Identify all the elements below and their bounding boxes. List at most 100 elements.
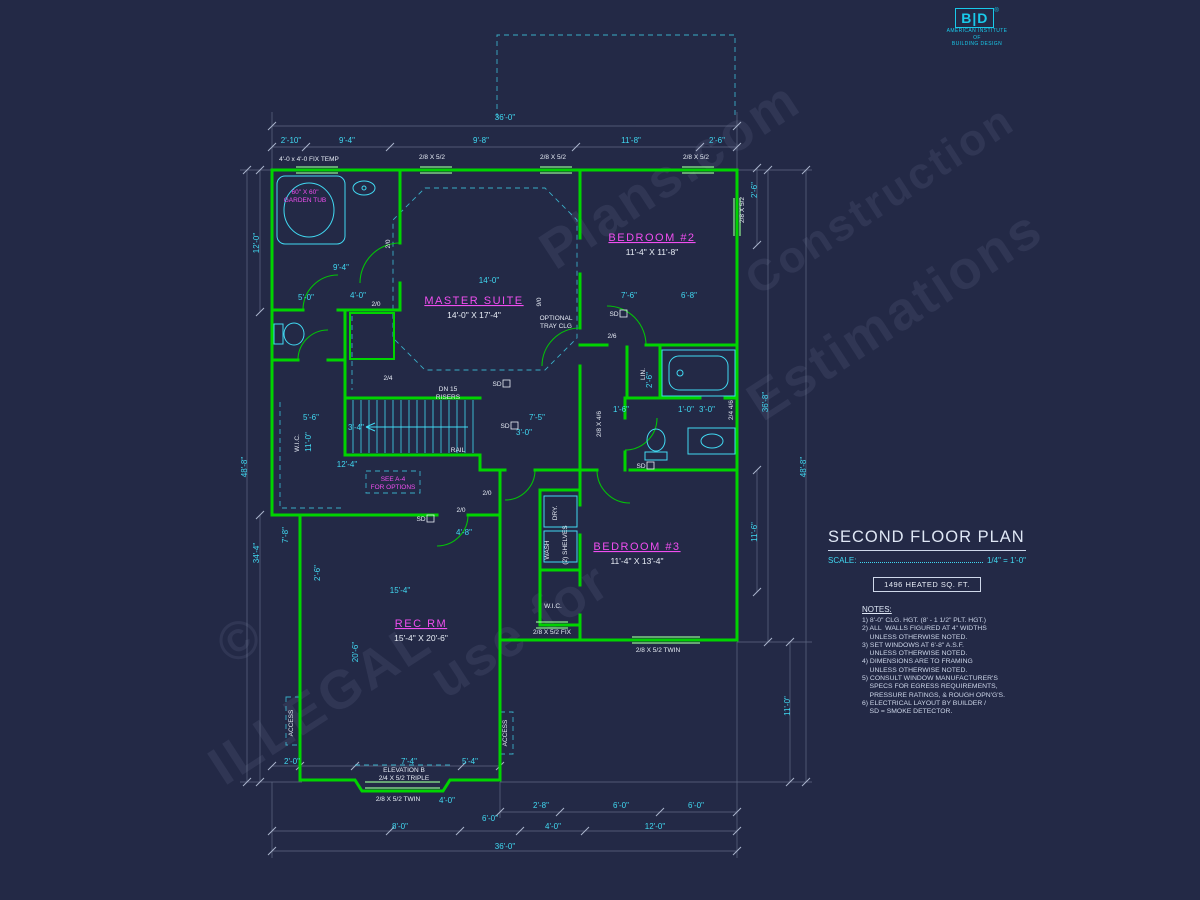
dimension-label: 11'-0" — [783, 696, 792, 716]
dimension-label: 48'-8" — [799, 457, 808, 478]
notes-list: 1) 8'-0" CLG. HGT. (8' - 1 1/2" PLT. HGT… — [862, 617, 1026, 717]
note-line: UNLESS OTHERWISE NOTED. — [862, 666, 968, 674]
annotation-label: ELEVATION B — [383, 767, 425, 774]
dryer-box — [543, 495, 578, 528]
annotation-label: LIN. — [640, 368, 647, 380]
annotation-label: (2) SHELVES — [562, 525, 569, 565]
sink-bath2 — [700, 433, 724, 449]
annotation-label: 2/0 — [456, 507, 465, 514]
dimension-label: 2'-0" — [284, 757, 300, 766]
annotation-label: ACCESS — [502, 719, 509, 746]
dimension-label: 48'-8" — [240, 457, 249, 478]
dimension-label: 2'-6" — [750, 182, 759, 198]
dimension-label: 3'-0" — [699, 405, 715, 414]
smoke-detector-label: SD — [492, 381, 501, 388]
annotation-label: ACCESS — [288, 709, 295, 736]
annotation-label: WASH — [544, 540, 551, 560]
dimension-label: 12'-0" — [645, 822, 666, 831]
annotation-label: OPTIONAL — [540, 315, 573, 322]
annotation-label: 2/8 X 5/2 — [419, 154, 445, 161]
note-line: PRESSURE RATINGS, & ROUGH OPN'G'S. — [862, 691, 1005, 699]
scale-value: 1/4" = 1'-0" — [986, 556, 1026, 565]
aibd-logo-line2: OF — [973, 34, 981, 41]
garden-tub-basin — [283, 182, 335, 238]
annotation-label: 2/8 X 5/2 TWIN — [376, 796, 421, 803]
dimension-label: 9'-4" — [333, 263, 349, 272]
annotation-label: DRY. — [552, 506, 559, 521]
heated-sqft-box: 1496 HEATED SQ. FT. — [828, 574, 1026, 592]
annotation-label: GARDEN TUB — [284, 197, 327, 204]
note-line: 4) DIMENSIONS ARE TO FRAMING — [862, 658, 973, 666]
annotation-label: 2/0 — [482, 490, 491, 497]
aibd-logo-mark: B|D — [955, 8, 995, 28]
watermark-text: © — [206, 603, 275, 677]
dimension-label: 7'-5" — [529, 413, 545, 422]
annotation-label: RAIL — [451, 447, 466, 454]
annotation-label: 2/4 — [383, 375, 392, 382]
annotation-label: TRAY CLG — [540, 323, 572, 330]
room-name: REC RM — [395, 618, 447, 630]
dimension-label: 15'-4" — [390, 586, 411, 595]
dimension-label: 7'-6" — [621, 291, 637, 300]
dimension-label: 2'-6" — [313, 565, 322, 581]
annotation-label: W.I.C. — [544, 603, 562, 610]
garden-tub — [276, 175, 346, 245]
dimension-label: 3'-0" — [516, 428, 532, 437]
dimension-label: 36'-0" — [495, 842, 516, 851]
smoke-detector-label: SD — [609, 311, 618, 318]
smoke-detector-icon — [502, 379, 511, 388]
smoke-detector-icon — [646, 461, 655, 470]
windows — [296, 166, 741, 789]
note-line: 2) ALL WALLS FIGURED AT 4" WIDTHS — [862, 625, 987, 633]
washer-box — [543, 530, 578, 563]
annotation-label: FOR OPTIONS — [371, 484, 416, 491]
note-line: SD = SMOKE DETECTOR. — [862, 708, 953, 716]
note-line: UNLESS OTHERWISE NOTED. — [862, 633, 968, 641]
annotation-label: 2/0 — [385, 239, 392, 248]
dimension-label: 2'-8" — [533, 801, 549, 810]
annotation-label: 2/0 — [371, 301, 380, 308]
annotation-label: 2/8 X 5/2 TWIN — [636, 647, 681, 654]
dimension-label: 2'-10" — [281, 136, 302, 145]
annotation-label: 2/8 X 5/2 — [540, 154, 566, 161]
tray-ceiling-outline — [392, 187, 578, 371]
annotation-label: 9/0 — [536, 297, 543, 306]
room-name: BEDROOM #3 — [593, 541, 680, 553]
aibd-logo-line3: BUILDING DESIGN — [951, 41, 1003, 47]
dimension-label: 20'-6" — [351, 642, 360, 663]
annotation-label: 2/8 X 4/6 — [596, 411, 603, 437]
fixtures — [273, 175, 736, 563]
stair-direction-arrow — [365, 422, 468, 432]
smoke-detector-icon — [510, 421, 519, 430]
vanity-bath2 — [687, 427, 736, 455]
room-dimensions: 11'-4" X 13'-4" — [610, 556, 663, 566]
toilet-master-tank — [273, 323, 284, 345]
dimension-label: 4'-0" — [439, 796, 455, 805]
dimension-label: 1'-0" — [678, 405, 694, 414]
aibd-logo-line1: AMERICAN INSTITUTE — [946, 28, 1008, 34]
dimension-label: 4'-0" — [350, 291, 366, 300]
toilet-master-bowl — [283, 322, 305, 346]
dimension-label: 6'-8" — [681, 291, 697, 300]
dimension-label: 11'-8" — [621, 136, 641, 145]
wic-shelf-dashes — [279, 402, 342, 509]
annotation-label: RISERS — [436, 394, 461, 401]
dimension-label: 9'-4" — [339, 136, 355, 145]
note-line: 5) CONSULT WINDOW MANUFACTURER'S — [862, 675, 998, 683]
dimension-label: 2'-6" — [709, 136, 725, 145]
annotation-label: 2/8 X 5/2 FIX — [533, 629, 572, 636]
dashed-details — [279, 34, 736, 766]
annotation-label: DN 15 — [439, 386, 458, 393]
dimension-label: 34'-4" — [252, 543, 261, 564]
dimension-label: 36'-8" — [761, 392, 770, 413]
annotation-label: W.I.C. — [294, 434, 301, 452]
registered-mark: ® — [994, 8, 999, 14]
scale-leader — [860, 556, 983, 563]
smoke-detector-label: SD — [416, 516, 425, 523]
roof-outline — [496, 34, 736, 118]
dimension-label: 7'-4" — [401, 757, 417, 766]
dimension-label: 9'-8" — [473, 136, 489, 145]
dimension-label: 11'-6" — [750, 522, 759, 542]
